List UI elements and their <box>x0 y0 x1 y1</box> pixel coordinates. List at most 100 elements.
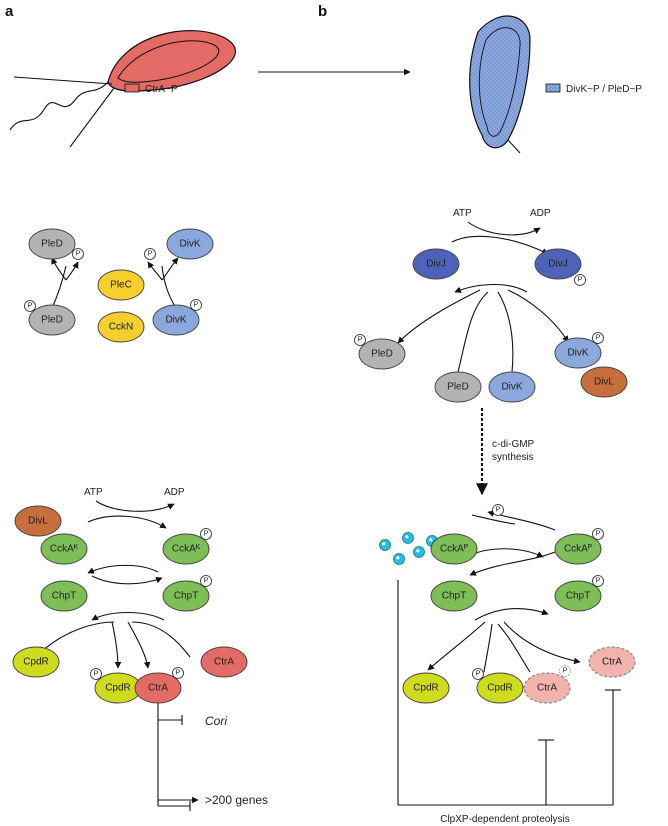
node-a-cpdr-p: CpdR P <box>90 668 142 704</box>
cdigmp-molecule-icon <box>402 532 414 544</box>
node-a-ccka-r: CckAᴷ P <box>162 528 212 565</box>
node-label: ChpT <box>174 591 198 602</box>
legend-swatch-divk <box>545 83 561 93</box>
node-a-divk-bot: DivK P <box>152 299 202 336</box>
node-b-ctra-p: CtrA P <box>523 665 571 704</box>
phospho-label: P <box>94 671 99 678</box>
node-label: DivJ <box>426 259 445 270</box>
node-label: CtrA <box>602 657 622 668</box>
phospho-group-icon: P <box>172 667 184 679</box>
node-a-ctra: CtrA <box>200 646 248 678</box>
phospho-label: P <box>176 670 181 677</box>
free-phosphate-icon: P <box>72 248 84 260</box>
node-label: DivL <box>28 516 48 527</box>
phospho-group-icon: P <box>200 528 212 540</box>
phospho-label: P <box>596 335 601 342</box>
cdigmp-label-1: c-di-GMP <box>492 439 535 450</box>
legend-label-ctra: CtrA~P <box>145 84 178 95</box>
node-label: CpdR <box>105 683 131 694</box>
node-b-cpdr: CpdR <box>402 672 450 704</box>
panel-label-a: a <box>5 3 14 20</box>
node-label: ChpT <box>52 591 76 602</box>
node-b-divj-l: DivJ <box>412 248 460 280</box>
node-a-chpt-l: ChpT <box>40 580 88 612</box>
node-a-pled-top: PleD <box>28 228 76 260</box>
free-phosphate-icon: P <box>492 504 504 516</box>
node-a-ctra-p: CtrA P <box>134 667 184 704</box>
node-label: PleC <box>110 280 132 291</box>
node-b-chpt-l: ChpT <box>430 580 478 612</box>
cdigmp-label-2: synthesis <box>492 452 534 463</box>
node-label: CckAᴷ <box>50 544 79 555</box>
node-b-divj-r: DivJ P <box>534 248 586 286</box>
phospho-group-icon: P <box>592 332 604 344</box>
node-a-chpt-r: ChpT P <box>162 575 212 612</box>
proteolysis-label: ClpXP-dependent proteolysis <box>440 814 570 825</box>
adp-bottom: ADP <box>164 487 185 498</box>
node-label: CpdR <box>487 683 513 694</box>
node-label: DivK <box>501 382 522 393</box>
phospho-label: P <box>194 302 199 309</box>
phospho-group-icon: P <box>354 334 366 346</box>
node-a-plec: PleC <box>97 269 145 301</box>
phospho-label: P <box>204 578 209 585</box>
adp-top: ADP <box>530 208 551 219</box>
node-label: ChpT <box>442 591 466 602</box>
legend-swatch-ctra <box>124 83 140 93</box>
atp-bottom: ATP <box>84 487 103 498</box>
node-b-divk: DivK <box>488 371 536 403</box>
phospho-group-icon: P <box>90 668 102 680</box>
node-label: CckN <box>109 322 133 333</box>
node-label: DivL <box>594 377 614 388</box>
node-label: DivK <box>179 239 200 250</box>
node-b-ccka-r: CckAᴾ P <box>554 528 604 565</box>
cdigmp-molecule-icon <box>413 546 425 558</box>
phospho-label: P <box>358 337 363 344</box>
node-label: PleD <box>371 349 393 360</box>
legend-label-divk: DivK~P / PleD~P <box>566 84 642 95</box>
phospho-label: P <box>578 277 583 284</box>
svg-text:P: P <box>76 251 81 258</box>
node-label: CckAᴾ <box>564 544 592 555</box>
node-a-cpdr: CpdR <box>12 646 60 678</box>
phospho-group-icon: P <box>200 575 212 587</box>
node-label: CpdR <box>413 683 439 694</box>
cdigmp-molecules <box>379 532 438 565</box>
node-a-divl: DivL <box>14 505 62 537</box>
panel-label-b: b <box>318 3 327 20</box>
node-label: CtrA <box>214 657 234 668</box>
node-label: CpdR <box>23 657 49 668</box>
node-label: DivK <box>165 315 186 326</box>
node-label: DivJ <box>548 259 567 270</box>
free-phosphate-icon: P <box>144 248 156 260</box>
node-label: ChpT <box>566 591 590 602</box>
phospho-group-icon: P <box>472 668 484 680</box>
node-label: CckAᴾ <box>440 544 468 555</box>
node-a-pled-bot: PleD P <box>24 300 76 336</box>
phospho-group-icon: P <box>559 665 571 677</box>
node-b-ccka-l: CckAᴾ <box>430 533 478 565</box>
atp-top: ATP <box>453 208 472 219</box>
svg-text:P: P <box>148 251 153 258</box>
phospho-label: P <box>28 303 33 310</box>
phospho-label: P <box>596 531 601 538</box>
node-label: CtrA <box>537 683 557 694</box>
node-label: CckAᴷ <box>172 544 201 555</box>
panel-b-phosphorelay: ClpXP-dependent proteolysis <box>397 510 621 825</box>
node-a-ccka-l: CckAᴷ <box>40 533 88 565</box>
node-b-ctra: CtrA <box>588 646 636 678</box>
phospho-label: P <box>563 668 568 675</box>
phospho-group-icon: P <box>574 274 586 286</box>
node-a-cckn: CckN <box>97 311 145 343</box>
node-b-pled-p: PleD P <box>354 334 406 370</box>
node-b-divl: DivL <box>580 366 628 398</box>
stalked-cell-illustration <box>469 15 531 154</box>
node-label: CtrA <box>148 683 168 694</box>
cdigmp-molecule-icon <box>393 553 405 565</box>
node-label: PleD <box>41 315 63 326</box>
